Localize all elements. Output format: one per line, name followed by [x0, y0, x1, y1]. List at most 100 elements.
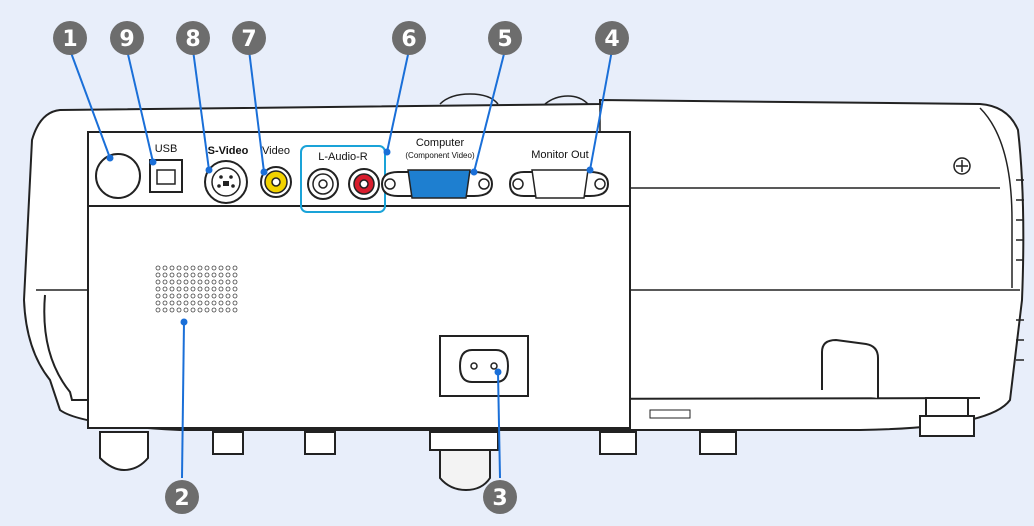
speaker-hole	[225, 272, 231, 278]
speaker-hole	[190, 300, 196, 306]
speaker-hole	[218, 307, 224, 313]
speaker-hole	[225, 265, 231, 271]
speaker-hole	[183, 272, 189, 278]
computer-port[interactable]: Computer (Component Video)	[380, 137, 494, 199]
speaker-hole	[211, 293, 217, 299]
speaker-hole	[169, 279, 175, 285]
leader-dots	[106, 148, 594, 376]
video-port[interactable]: Video	[260, 145, 292, 198]
speaker-hole	[211, 286, 217, 292]
speaker-hole	[225, 286, 231, 292]
speaker-hole	[225, 279, 231, 285]
speaker-hole	[155, 286, 161, 292]
speaker-hole	[155, 272, 161, 278]
svg-text:7: 7	[241, 27, 256, 52]
speaker-hole	[162, 293, 168, 299]
speaker-hole	[155, 265, 161, 271]
speaker-hole	[232, 307, 238, 313]
callout-3: 3	[483, 480, 517, 514]
speaker-hole	[169, 286, 175, 292]
svg-text:4: 4	[604, 27, 619, 52]
speaker-hole	[218, 293, 224, 299]
svg-text:1: 1	[62, 27, 77, 52]
leader-lines	[69, 49, 613, 479]
speaker-hole	[183, 300, 189, 306]
speaker-hole	[162, 300, 168, 306]
monitor-out-port[interactable]: Monitor Out	[508, 149, 610, 199]
speaker-hole	[162, 265, 168, 271]
speaker-hole	[197, 300, 203, 306]
callout-5: 5	[488, 21, 522, 55]
speaker-hole	[169, 300, 175, 306]
speaker-hole	[204, 307, 210, 313]
svg-text:9: 9	[119, 27, 134, 52]
speaker-hole	[197, 307, 203, 313]
speaker-hole	[197, 279, 203, 285]
speaker-hole	[218, 279, 224, 285]
speaker-hole	[232, 286, 238, 292]
speaker-hole	[176, 265, 182, 271]
usb-port[interactable]: USB	[149, 143, 183, 193]
svideo-port[interactable]: S-Video	[204, 145, 249, 204]
speaker-hole	[204, 300, 210, 306]
speaker-hole	[162, 286, 168, 292]
speaker-hole	[232, 272, 238, 278]
speaker-hole	[190, 286, 196, 292]
video-label: Video	[262, 145, 290, 157]
speaker	[155, 265, 238, 313]
speaker-hole	[225, 300, 231, 306]
svg-text:2: 2	[174, 486, 189, 511]
speaker-hole	[211, 307, 217, 313]
callout-9: 9	[110, 21, 144, 55]
speaker-hole	[162, 279, 168, 285]
speaker-hole	[183, 279, 189, 285]
speaker-hole	[204, 265, 210, 271]
callout-4: 4	[595, 21, 629, 55]
speaker-hole	[204, 286, 210, 292]
speaker-hole	[204, 293, 210, 299]
callout-8: 8	[176, 21, 210, 55]
svg-text:8: 8	[185, 27, 200, 52]
speaker-hole	[190, 279, 196, 285]
speaker-hole	[211, 300, 217, 306]
speaker-hole	[190, 293, 196, 299]
speaker-hole	[190, 307, 196, 313]
speaker-hole	[176, 279, 182, 285]
svideo-label: S-Video	[208, 145, 249, 157]
speaker-hole	[183, 286, 189, 292]
audio-ports[interactable]: L-Audio-R	[300, 145, 386, 213]
speaker-hole	[197, 272, 203, 278]
speaker-hole	[204, 279, 210, 285]
power-inlet[interactable]	[439, 335, 529, 397]
speaker-hole	[218, 286, 224, 292]
speaker-hole	[155, 279, 161, 285]
speaker-hole	[218, 300, 224, 306]
speaker-hole	[218, 265, 224, 271]
speaker-hole	[162, 307, 168, 313]
computer-sublabel: (Component Video)	[405, 151, 475, 160]
monitor-out-label: Monitor Out	[531, 149, 588, 161]
speaker-hole	[176, 286, 182, 292]
speaker-hole	[211, 265, 217, 271]
speaker-hole	[155, 307, 161, 313]
speaker-hole	[225, 293, 231, 299]
speaker-hole	[169, 272, 175, 278]
callout-1: 1	[53, 21, 87, 55]
speaker-hole	[183, 265, 189, 271]
audio-label: L-Audio-R	[318, 151, 368, 163]
speaker-hole	[197, 286, 203, 292]
speaker-hole	[169, 307, 175, 313]
speaker-hole	[190, 272, 196, 278]
speaker-hole	[176, 272, 182, 278]
speaker-hole	[232, 265, 238, 271]
computer-label: Computer	[416, 137, 465, 149]
speaker-hole	[232, 279, 238, 285]
speaker-hole	[211, 272, 217, 278]
speaker-hole	[155, 300, 161, 306]
callout-6: 6	[392, 21, 426, 55]
speaker-hole	[162, 272, 168, 278]
speaker-hole	[169, 293, 175, 299]
speaker-hole	[197, 293, 203, 299]
speaker-hole	[211, 279, 217, 285]
speaker-hole	[176, 300, 182, 306]
